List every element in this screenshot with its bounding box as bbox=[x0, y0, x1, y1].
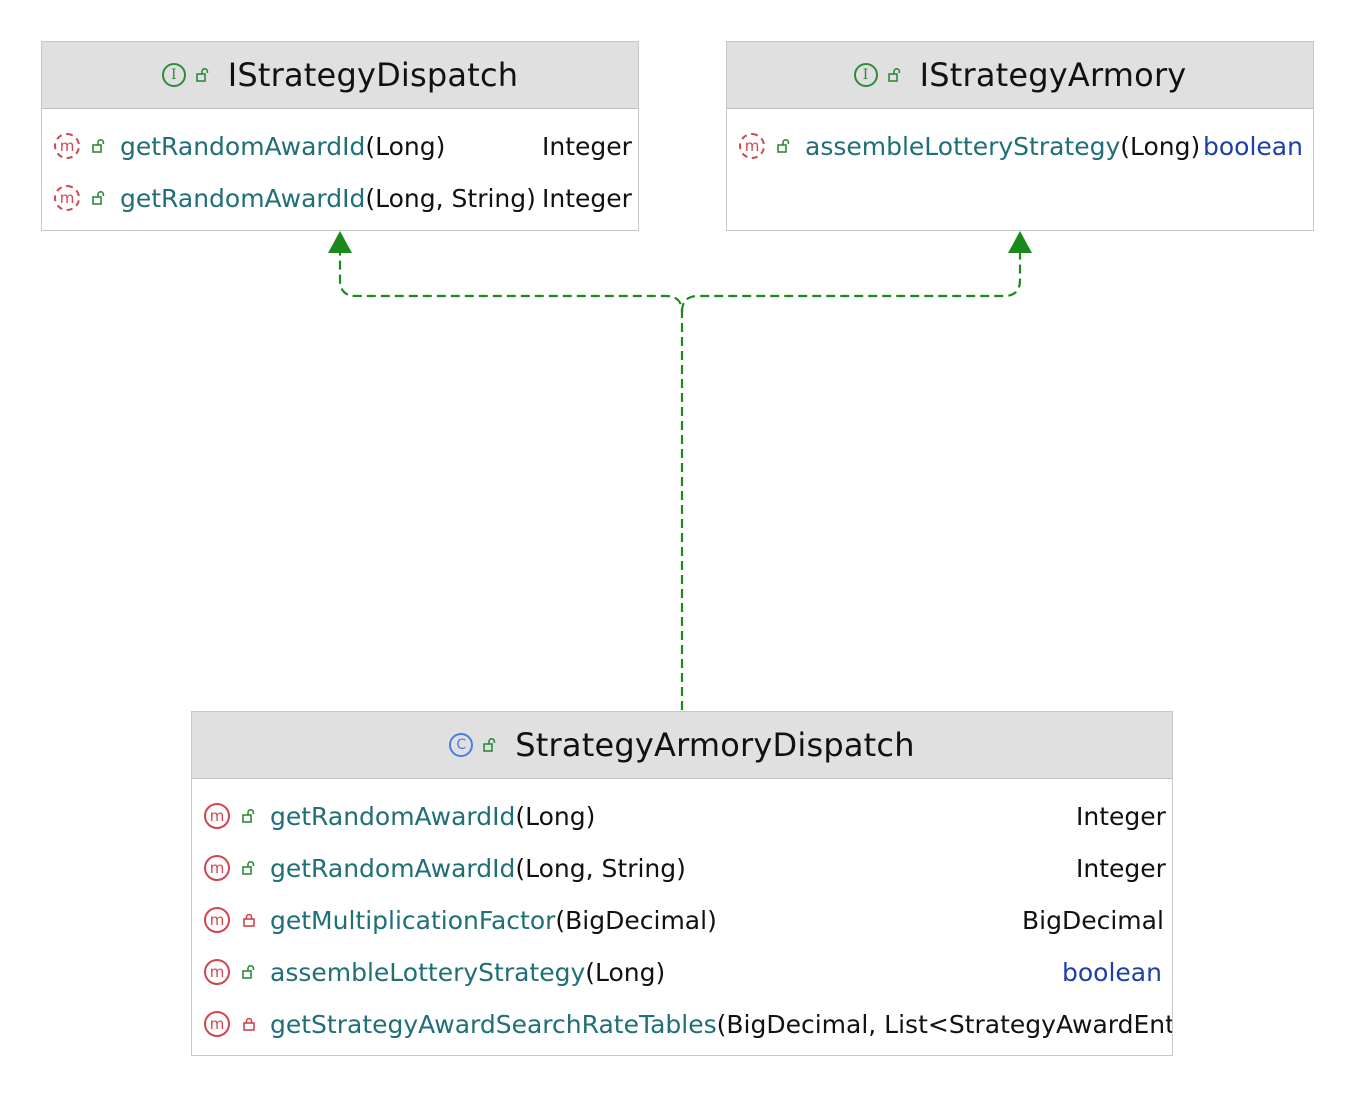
return-type: Integer bbox=[542, 183, 632, 213]
method-icon: m bbox=[204, 803, 230, 829]
method-params: (Long) bbox=[365, 131, 446, 161]
method-icon: m bbox=[204, 1011, 230, 1037]
method-row[interactable]: m getRandomAwardId(Long) Integer bbox=[42, 126, 638, 166]
return-type: boolean bbox=[1203, 131, 1303, 161]
node-title: IStrategyArmory bbox=[919, 56, 1187, 94]
public-unlock-icon bbox=[92, 139, 105, 153]
class-node-strategyarmorydispatch[interactable]: C StrategyArmoryDispatch m getRandomAwar… bbox=[191, 711, 1173, 1056]
method-name: getRandomAwardId bbox=[270, 853, 516, 883]
method-icon: m bbox=[54, 133, 80, 159]
method-row[interactable]: m getMultiplicationFactor (BigDecimal) B… bbox=[192, 900, 1172, 940]
method-name: getMultiplicationFactor bbox=[270, 905, 556, 935]
node-header: I IStrategyArmory bbox=[727, 42, 1313, 109]
private-lock-icon bbox=[243, 913, 255, 927]
arrowhead-armory bbox=[1008, 231, 1032, 253]
return-type: Integer bbox=[542, 131, 632, 161]
public-unlock-icon bbox=[242, 861, 255, 875]
method-name: getStrategyAwardSearchRateTables bbox=[270, 1009, 717, 1039]
public-unlock-icon bbox=[887, 68, 900, 82]
node-header: C StrategyArmoryDispatch bbox=[192, 712, 1172, 779]
method-icon: m bbox=[739, 133, 765, 159]
interface-node-istrategyarmory[interactable]: I IStrategyArmory m assembleLotteryStrat… bbox=[726, 41, 1314, 231]
public-unlock-icon bbox=[777, 139, 790, 153]
public-unlock-icon bbox=[92, 191, 105, 205]
public-unlock-icon bbox=[242, 965, 255, 979]
private-lock-icon bbox=[243, 1017, 255, 1031]
method-params: (Long, String) bbox=[515, 853, 686, 883]
return-type: BigDecimal bbox=[1022, 905, 1164, 935]
method-params: (BigDecimal, List<StrategyAwardEntit bbox=[716, 1009, 1172, 1039]
implements-edge-dispatch bbox=[338, 252, 684, 710]
method-icon: m bbox=[204, 855, 230, 881]
method-params: (Long) bbox=[585, 957, 666, 987]
public-unlock-icon bbox=[195, 68, 208, 82]
method-row[interactable]: m getRandomAwardId(Long, String) Integer bbox=[192, 848, 1172, 888]
interface-node-istrategydispatch[interactable]: I IStrategyDispatch m getRandomAwardId(L… bbox=[41, 41, 639, 231]
public-unlock-icon bbox=[242, 809, 255, 823]
class-icon: C bbox=[449, 733, 474, 757]
method-row[interactable]: m getRandomAwardId(Long) Integer bbox=[192, 796, 1172, 836]
method-name: getRandomAwardId bbox=[270, 801, 516, 831]
method-name: getRandomAwardId bbox=[120, 183, 366, 213]
method-name: assembleLotteryStrategy bbox=[270, 957, 586, 987]
node-title: StrategyArmoryDispatch bbox=[515, 726, 915, 764]
method-icon: m bbox=[204, 959, 230, 985]
interface-icon: I bbox=[161, 63, 186, 87]
method-name: assembleLotteryStrategy bbox=[805, 131, 1121, 161]
method-row[interactable]: m getRandomAwardId(Long, String) Integer bbox=[42, 178, 638, 218]
method-row[interactable]: m assembleLotteryStrategy(Long) boolean bbox=[727, 126, 1313, 166]
arrowhead-dispatch bbox=[328, 231, 352, 253]
public-unlock-icon bbox=[483, 738, 496, 752]
method-icon: m bbox=[204, 907, 230, 933]
node-title: IStrategyDispatch bbox=[227, 56, 519, 94]
return-type: Integer bbox=[1076, 853, 1166, 883]
interface-icon: I bbox=[853, 63, 878, 87]
method-params: (Long) bbox=[1120, 131, 1201, 161]
method-row[interactable]: m assembleLotteryStrategy(Long) boolean bbox=[192, 952, 1172, 992]
return-type: Integer bbox=[1076, 801, 1166, 831]
method-params: (BigDecimal) bbox=[555, 905, 717, 935]
method-params: (Long, String) bbox=[365, 183, 536, 213]
implements-edge-armory bbox=[680, 252, 1022, 313]
method-params: (Long) bbox=[515, 801, 596, 831]
method-icon: m bbox=[54, 185, 80, 211]
return-type: boolean bbox=[1062, 957, 1162, 987]
method-row[interactable]: m getStrategyAwardSearchRateTables(BigDe… bbox=[192, 1004, 1172, 1044]
method-name: getRandomAwardId bbox=[120, 131, 366, 161]
node-header: I IStrategyDispatch bbox=[42, 42, 638, 109]
